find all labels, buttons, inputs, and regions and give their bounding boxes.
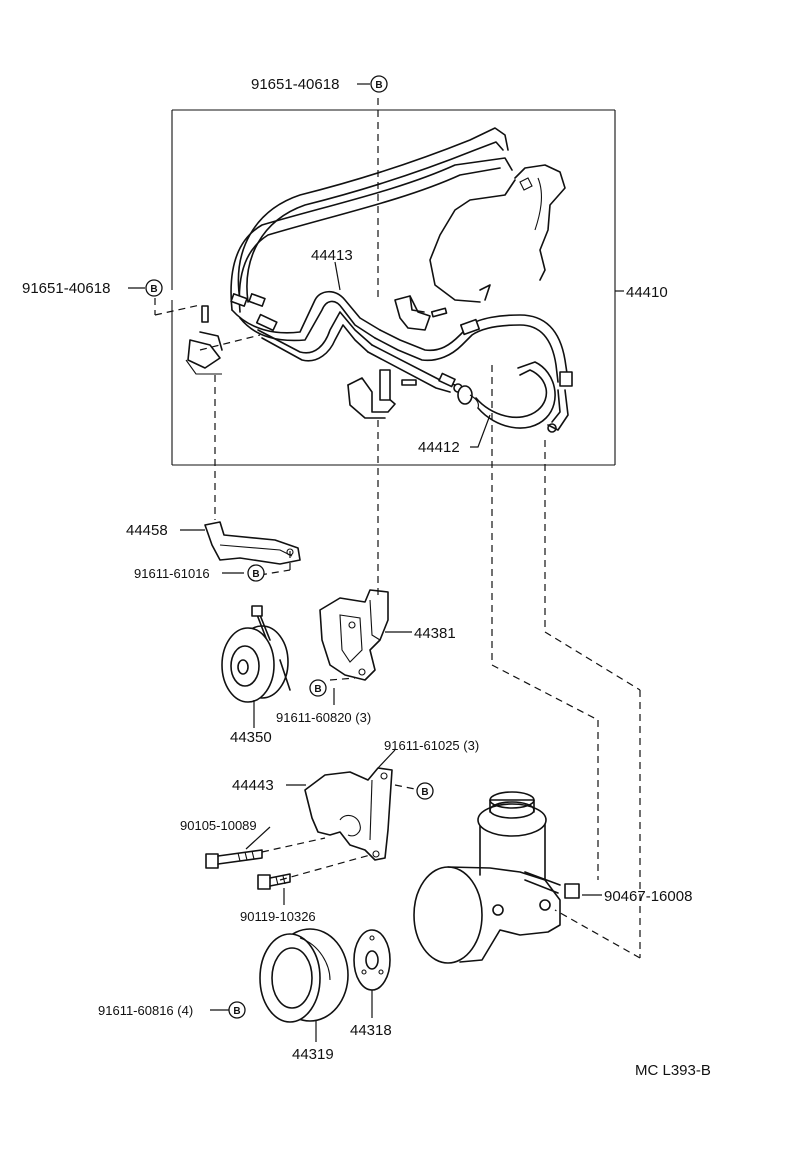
assembly-guide-lines (154, 98, 641, 959)
pump-pulley-44319 (259, 928, 349, 1023)
label-44318: 44318 (350, 1022, 392, 1039)
svg-text:B: B (150, 284, 157, 295)
bracket-44443 (304, 767, 393, 861)
bolts (205, 849, 580, 899)
svg-text:B: B (252, 569, 259, 580)
label-44350: 44350 (230, 729, 272, 746)
hose-assembly-frame (171, 109, 616, 466)
label-44412: 44412 (418, 439, 460, 456)
label-44319: 44319 (292, 1046, 334, 1063)
hose-clamps (185, 295, 448, 419)
label-90119-10326: 90119-10326 (240, 909, 316, 924)
svg-text:B: B (233, 1006, 240, 1017)
label-90467-16008: 90467-16008 (604, 888, 692, 905)
label-44443: 44443 (232, 777, 274, 794)
label-44381: 44381 (414, 625, 456, 642)
bolt-marker-44319: B (228, 1001, 246, 1019)
label-91611-60816: 91611-60816 (4) (98, 1003, 193, 1018)
bolt-marker-44458: B (247, 564, 265, 582)
label-44458: 44458 (126, 522, 168, 539)
label-44413: 44413 (311, 247, 353, 264)
bolt-marker-44381: B (309, 679, 327, 697)
hub-44318 (353, 929, 391, 991)
label-91611-60820: 91611-60820 (3) (276, 710, 371, 725)
svg-text:B: B (421, 787, 428, 798)
bracket-44458 (204, 521, 301, 565)
label-leaders (128, 83, 624, 1042)
label-91651-40618-left: 91651-40618 (22, 280, 110, 297)
label-91611-61016: 91611-61016 (134, 566, 210, 581)
steering-gear-housing (429, 164, 566, 303)
catalog-code: MC L393-B (635, 1062, 711, 1079)
bolt-marker-left: B (145, 279, 163, 297)
pressure-hose-lines (230, 127, 573, 433)
label-44410: 44410 (626, 284, 668, 301)
label-91611-61025: 91611-61025 (3) (384, 738, 479, 753)
power-steering-pump (413, 791, 561, 964)
bolt-marker-top: B (370, 75, 388, 93)
bolt-marker-44443: B (416, 782, 434, 800)
idler-pulley-44350 (221, 605, 291, 703)
bracket-44381 (319, 589, 389, 681)
label-91651-40618-top: 91651-40618 (251, 76, 339, 93)
label-90105-10089: 90105-10089 (180, 818, 257, 833)
svg-text:B: B (375, 80, 382, 91)
svg-text:B: B (314, 684, 321, 695)
